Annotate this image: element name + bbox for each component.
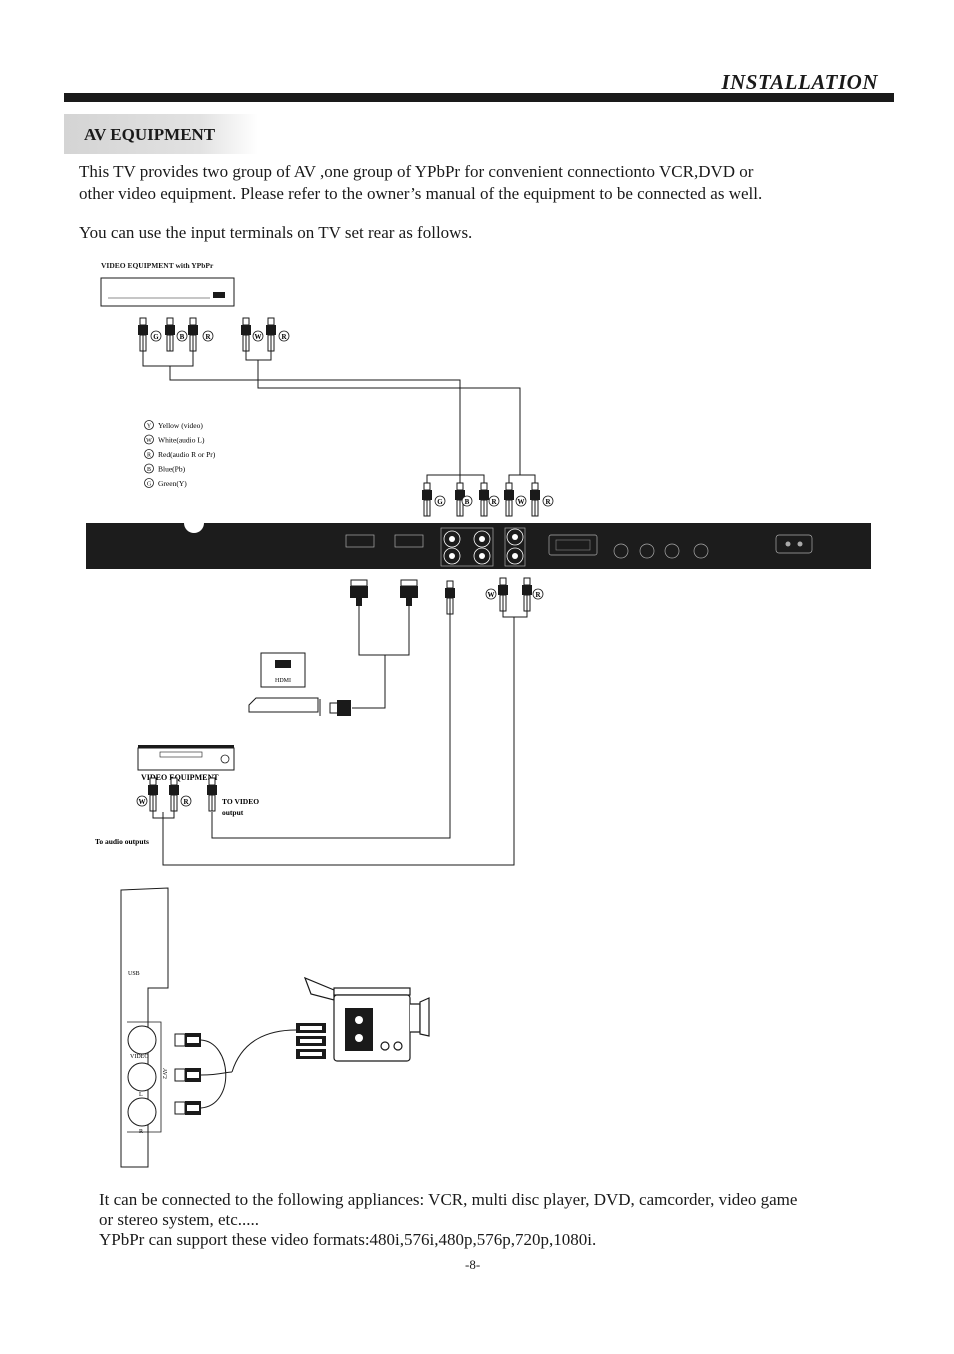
to-audio-outputs-label: To audio outputs: [95, 837, 149, 846]
plug-letter-w-tv: W: [515, 495, 527, 507]
svg-text:R: R: [205, 333, 211, 341]
ypbpr-device-audio-cables: [240, 317, 521, 475]
svg-text:Red(audio R or Pr): Red(audio R or Pr): [158, 450, 216, 459]
footer-paragraph: It can be connected to the following app…: [99, 1190, 879, 1250]
color-legend: Y Yellow (video) W White(audio L) R Red(…: [144, 420, 216, 488]
svg-text:Blue(Pb): Blue(Pb): [158, 465, 186, 474]
legend-item: W White(audio L): [144, 434, 205, 445]
header-rule: [64, 93, 894, 102]
plug-letter-b-top: B: [176, 330, 188, 342]
svg-text:G: G: [153, 333, 159, 341]
svg-text:W: W: [146, 438, 152, 444]
side-l-label: L: [139, 1092, 143, 1098]
to-video-output-label-2: output: [222, 808, 244, 817]
page-header-title: INSTALLATION: [721, 70, 878, 94]
section-title: AV EQUIPMENT: [84, 125, 216, 144]
connection-diagram: VIDEO EQUIPMENT with YPbPr G B R W R Y Y…: [86, 261, 871, 1168]
svg-text:G: G: [147, 482, 152, 488]
legend-item: Y Yellow (video): [144, 420, 203, 430]
svg-text:B: B: [147, 467, 151, 473]
plug-letter-r-top: R: [202, 330, 214, 342]
audio-plugs-below-tv: [162, 577, 533, 866]
video-plug-at-tv: [211, 580, 456, 839]
plug-letter-g-top: G: [150, 330, 162, 342]
svg-text:W: W: [518, 498, 525, 506]
plug-letter-r-dvd: R: [180, 795, 192, 807]
audio-plugs-at-tv: [503, 474, 541, 517]
camcorder: [303, 976, 430, 1062]
side-video-label: VIDEO: [130, 1054, 149, 1060]
svg-text:G: G: [437, 498, 443, 506]
plug-letter-r-top-audio: R: [278, 330, 290, 342]
svg-text:R: R: [491, 498, 497, 506]
legend-item: G Green(Y): [144, 478, 187, 488]
tv-rear-panel: [86, 523, 871, 569]
svg-text:Y: Y: [147, 424, 152, 430]
dvd-video-plug: [206, 777, 218, 812]
camcorder-plugs: [296, 1023, 326, 1059]
svg-text:Green(Y): Green(Y): [158, 479, 187, 488]
svg-text:W: W: [139, 798, 146, 806]
intro-paragraph: This TV provides two group of AV ,one gr…: [79, 161, 859, 205]
side-panel: [120, 887, 169, 1168]
dvd-audio-plugs: [147, 777, 180, 819]
svg-text:B: B: [465, 498, 470, 506]
plug-letter-w-top-audio: W: [252, 330, 264, 342]
side-panel-plugs: [174, 1029, 297, 1116]
legend-item: R Red(audio R or Pr): [144, 449, 216, 459]
legend-item: B Blue(Pb): [144, 463, 186, 474]
svg-text:White(audio L): White(audio L): [158, 436, 205, 445]
plug-letter-r-av: R: [532, 588, 544, 600]
side-usb-label: USB: [128, 971, 140, 977]
intro-line-2: other video equipment. Please refer to t…: [79, 184, 763, 203]
hdmi-device: [248, 652, 351, 716]
svg-text:Yellow (video): Yellow (video): [158, 421, 203, 430]
plug-letter-r-tv-audio: R: [542, 495, 554, 507]
plug-letter-w-av: W: [485, 588, 497, 600]
side-r-label: R: [139, 1129, 143, 1135]
video-equipment-label: VIDEO EQUIPMENT: [141, 773, 219, 782]
ypbpr-device: [100, 277, 235, 307]
section-heading-box: [64, 114, 258, 154]
plug-letter-b-tv: B: [461, 495, 473, 507]
plug-letter-r-tv: R: [488, 495, 500, 507]
svg-text:W: W: [488, 591, 495, 599]
footer-line-2: or stereo system, etc.....: [99, 1210, 260, 1229]
footer-line-1: It can be connected to the following app…: [99, 1190, 798, 1209]
footer-line-3: YPbPr can support these video formats:48…: [99, 1230, 597, 1249]
to-video-output-label: TO VIDEO: [222, 797, 259, 806]
svg-text:R: R: [535, 591, 541, 599]
ypbpr-plugs-at-tv: [421, 462, 490, 517]
plug-letter-w-dvd: W: [136, 795, 148, 807]
video-equipment-device: [137, 745, 235, 771]
plug-letter-g-tv: G: [434, 495, 446, 507]
intro-line-1: This TV provides two group of AV ,one gr…: [79, 162, 754, 181]
svg-text:R: R: [147, 453, 151, 459]
hdmi-label: HDMI: [275, 678, 291, 684]
svg-text:R: R: [281, 333, 287, 341]
ypbpr-device-video-cables: [137, 317, 461, 498]
ypbpr-device-label: VIDEO EQUIPMENT with YPbPr: [101, 261, 214, 270]
svg-text:W: W: [255, 333, 262, 341]
terminals-text: You can use the input terminals on TV se…: [79, 223, 473, 242]
side-av2-label: AV2: [161, 1068, 167, 1079]
page-number: -8-: [465, 1257, 481, 1272]
hdmi-plugs-at-tv: [349, 579, 419, 709]
svg-text:B: B: [180, 333, 185, 341]
svg-text:R: R: [545, 498, 551, 506]
svg-text:R: R: [183, 798, 189, 806]
